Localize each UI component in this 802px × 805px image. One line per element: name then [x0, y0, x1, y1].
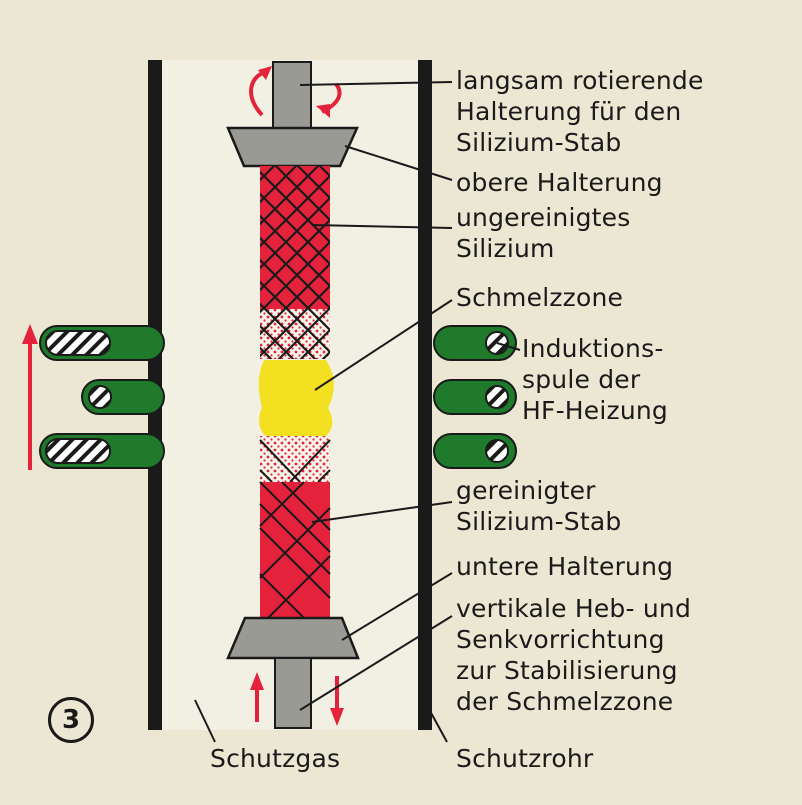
label-protective-tube: Schutzrohr — [456, 744, 594, 773]
rotation-arrow-right-head — [316, 104, 330, 118]
impure-silicon-hatch — [260, 166, 330, 309]
lower-holder — [226, 616, 360, 660]
induction-coil-left — [39, 325, 165, 469]
label-lower-holder: untere Halterung — [456, 552, 674, 581]
label-rotating-holder: langsam rotierende Halterung für den Sil… — [456, 66, 704, 157]
top-shaft — [272, 61, 312, 129]
label-purified-rod: gereinigter Silizium-Stab — [456, 476, 622, 536]
upper-holder — [226, 126, 359, 168]
label-protective-gas: Schutzgas — [210, 744, 341, 773]
induction-coil-right — [433, 325, 517, 469]
label-upper-holder: obere Halterung — [456, 168, 663, 197]
melt-zone — [258, 360, 334, 436]
label-melt-zone: Schmelzzone — [456, 283, 624, 312]
label-lift-device: vertikale Heb- und Senkvorrichtung zur S… — [456, 594, 692, 716]
label-induction-coil: Induktions- spule der HF-Heizung — [522, 334, 669, 425]
bottom-shaft — [274, 657, 312, 729]
purified-rod — [260, 482, 330, 618]
rotation-arrow-left-head — [258, 66, 272, 80]
label-impure-silicon: ungereinigtes Silizium — [456, 203, 631, 263]
figure-number-badge: 3 — [48, 697, 94, 743]
leader-lines — [194, 81, 521, 743]
